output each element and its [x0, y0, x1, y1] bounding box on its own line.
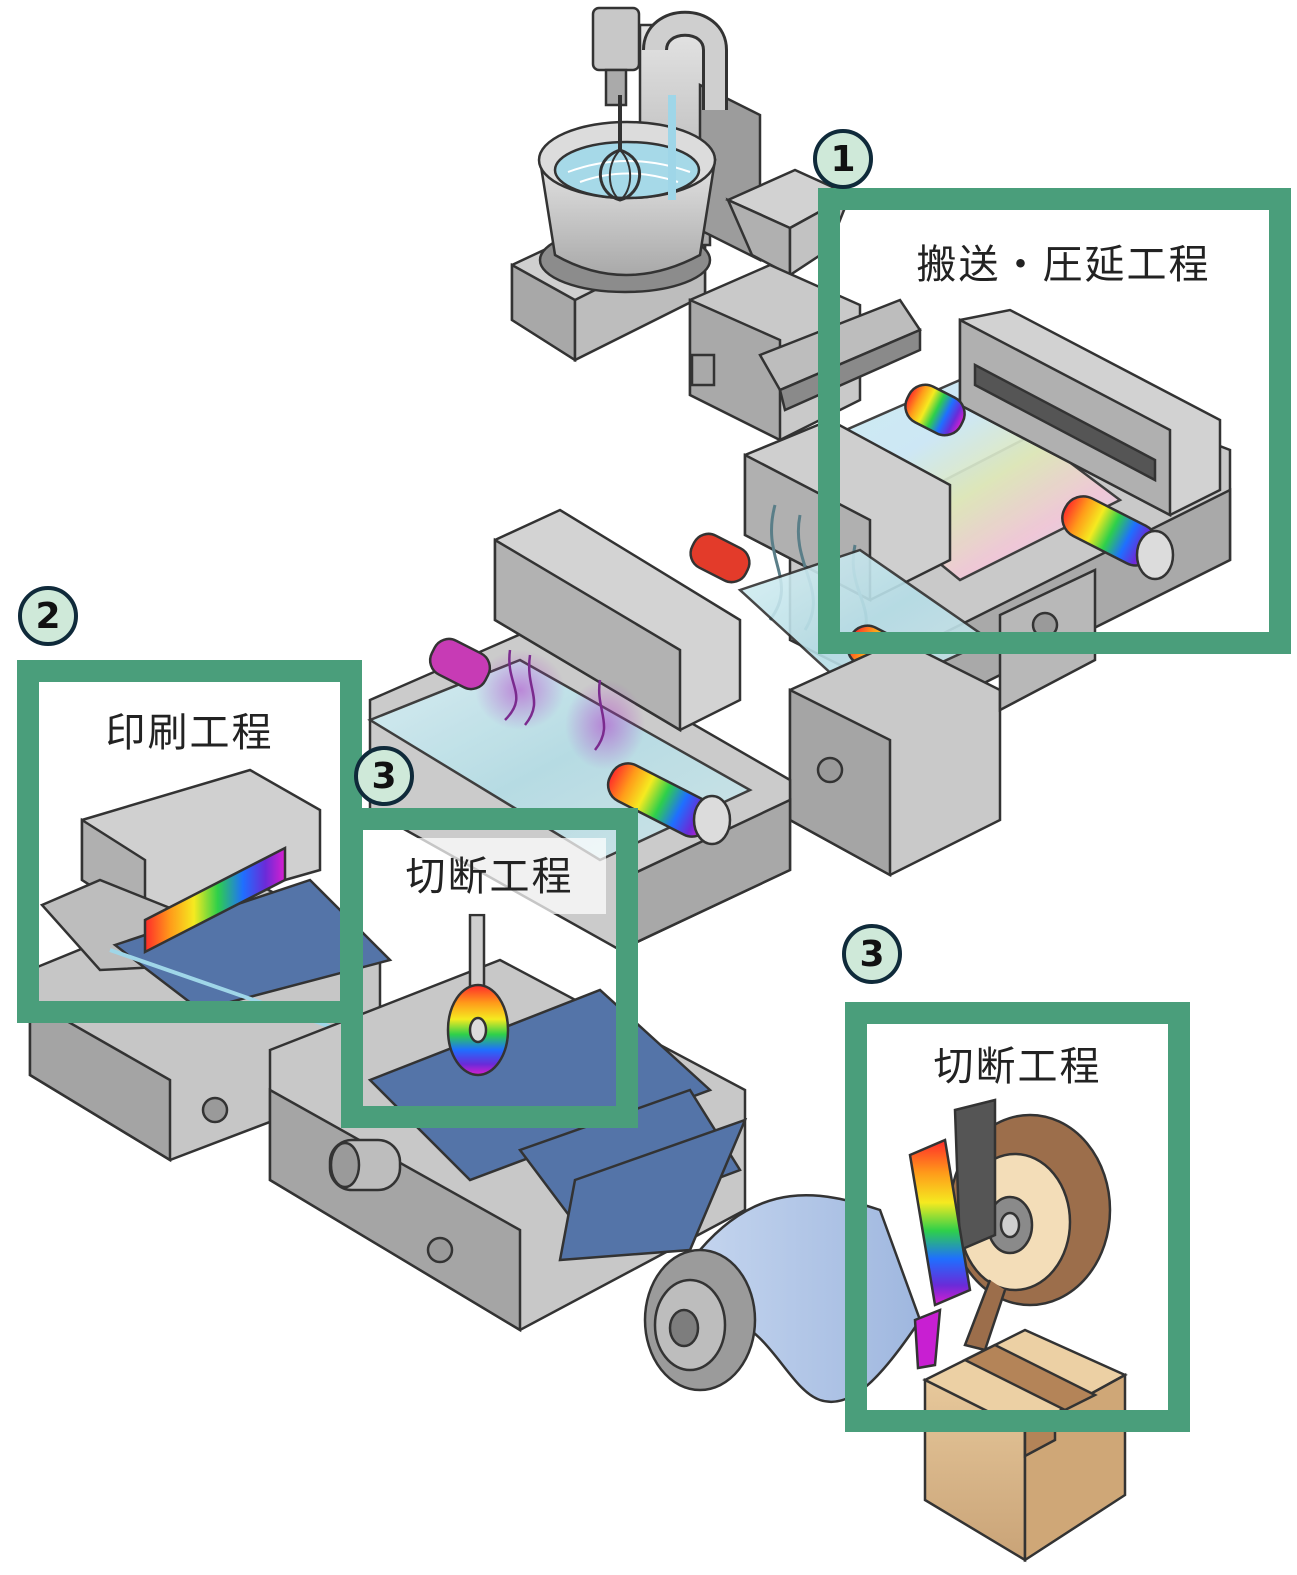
- step-3b-badge: 3: [842, 924, 902, 984]
- step-3a-badge: 3: [354, 746, 414, 806]
- mixer-bowl-icon: [537, 120, 717, 294]
- rainbow-roller-icon: [904, 383, 1175, 581]
- step-3b-frame: 切断工程: [845, 1002, 1190, 1432]
- step-1-label: 搬送・圧延工程: [916, 242, 1211, 288]
- step-1-frame: 搬送・圧延工程: [818, 188, 1291, 654]
- step-2-frame: 印刷工程: [17, 660, 362, 1023]
- extruder-station: [688, 168, 922, 443]
- step-2-label: 印刷工程: [105, 710, 274, 756]
- step-3a-label: 切断工程: [405, 854, 574, 900]
- whisk-icon: [599, 95, 641, 202]
- rainbow-roller-icon: [143, 845, 287, 955]
- step-3b-label: 切断工程: [933, 1044, 1102, 1090]
- step-3a-frame: 切断工程: [341, 808, 638, 1128]
- cutting-disc-icon: [446, 983, 510, 1077]
- spray-station: [367, 508, 792, 952]
- step-2-badge: 2: [18, 586, 78, 646]
- step-1-badge: 1: [813, 129, 873, 189]
- mixer-station: [510, 6, 762, 363]
- tape-roll-icon: [948, 1098, 1112, 1352]
- fiber-station: [689, 418, 1097, 878]
